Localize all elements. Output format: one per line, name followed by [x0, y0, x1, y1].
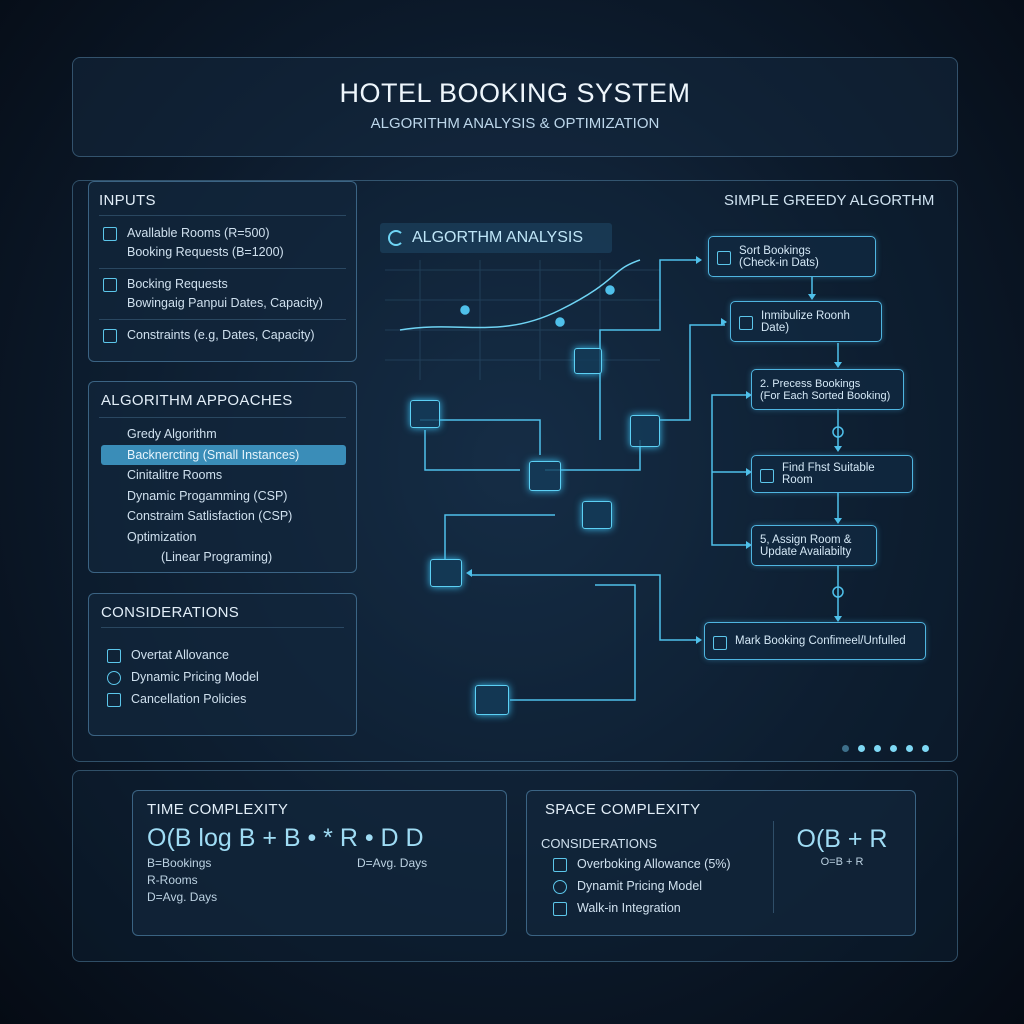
- approach-item-selected[interactable]: Backnercting (Small Instances): [101, 444, 346, 465]
- bed-node-icon[interactable]: [430, 559, 462, 587]
- consideration-label: Cancellation Policies: [131, 692, 247, 706]
- bed-node-icon[interactable]: [475, 685, 509, 715]
- time-complexity-panel: TIME COMPLEXITY O(B log B + B • * R • D …: [132, 790, 507, 936]
- inputs-panel: INPUTS Avallable Rooms (R=500) Booking Re…: [88, 181, 357, 362]
- step-find-room[interactable]: Find Fhst Suitable Room: [751, 455, 913, 493]
- space-item: Dynamit Pricing Model: [553, 877, 901, 896]
- thumb-icon: [553, 858, 567, 872]
- server-node-icon[interactable]: [630, 415, 660, 447]
- approach-item-note: (Linear Programing): [161, 550, 273, 564]
- input-item: Avallable Rooms (R=500) Booking Requests …: [99, 224, 346, 262]
- step-text: Inmibulize Roonh Date): [761, 309, 850, 334]
- page-title: HOTEL BOOKING SYSTEM: [339, 78, 691, 108]
- grid-icon: [553, 902, 567, 916]
- home-icon: [713, 635, 727, 650]
- room-icon: [103, 227, 117, 241]
- approach-item[interactable]: Dynamic Progamming (CSP): [127, 488, 288, 503]
- pager-dot[interactable]: [874, 745, 881, 752]
- approaches-panel: ALGORITHM APPOACHES Gredy Algorithm Back…: [88, 381, 357, 573]
- step-text: Sort Bookings: [739, 244, 811, 257]
- space-subtitle: CONSIDERATIONS: [541, 836, 658, 851]
- step-text: 5, Assign Room &: [760, 533, 852, 546]
- user-node-icon[interactable]: [410, 400, 440, 428]
- pager-dot[interactable]: [922, 745, 929, 752]
- browser-icon: [760, 468, 774, 483]
- list-icon: [107, 649, 121, 663]
- input-line: Avallable Rooms (R=500): [127, 226, 270, 240]
- time-formula: O(B log B + B • * R • D D: [147, 824, 424, 852]
- space-item: Overboking Allowance (5%): [553, 855, 901, 874]
- approach-item[interactable]: Optimization: [127, 529, 197, 544]
- consideration-item: Cancellation Policies: [101, 690, 344, 709]
- book-node-icon[interactable]: [529, 461, 561, 491]
- legend-text: D=Avg. Days: [147, 890, 218, 904]
- sort-icon: [717, 251, 731, 265]
- pager-dot[interactable]: [906, 745, 913, 752]
- greedy-title: SIMPLE GREEDY ALGORTHM: [724, 192, 935, 209]
- calendar-grid-icon: [103, 278, 117, 292]
- legend-text: D=Avg. Days: [357, 856, 428, 870]
- inputs-title: INPUTS: [99, 192, 156, 209]
- pager-dot[interactable]: [890, 745, 897, 752]
- step-text: Update Availabilty: [760, 545, 852, 558]
- calendar-icon: [103, 329, 117, 343]
- space-item-label: Overboking Allowance (5%): [577, 857, 731, 871]
- input-line: Bocking Requests: [127, 277, 228, 291]
- space-item-label: Walk-in Integration: [577, 901, 681, 915]
- approach-item[interactable]: Cinitalitre Rooms: [127, 468, 223, 482]
- space-formula-note: O=B + R: [820, 856, 864, 868]
- consideration-label: Dynamic Pricing Model: [131, 670, 259, 684]
- analysis-label-text: ALGORTHM ANALYSIS: [412, 229, 584, 246]
- pin-icon: [107, 671, 121, 685]
- space-item-label: Dynamit Pricing Model: [577, 879, 703, 893]
- pager-dot[interactable]: [842, 745, 849, 752]
- space-title: SPACE COMPLEXITY: [545, 801, 701, 818]
- step-text: 2. Precess Bookings: [760, 377, 861, 390]
- approach-item[interactable]: Constraim Satlisfaction (CSP): [127, 509, 293, 523]
- step-mark-booking[interactable]: Mark Booking Confimeel/Unfulled: [704, 622, 926, 660]
- space-complexity-panel: SPACE COMPLEXITY CONSIDERATIONS Overboki…: [526, 790, 916, 936]
- legend-text: B=Bookings: [147, 856, 212, 870]
- input-item: Constraints (e.g, Dates, Capacity): [99, 326, 346, 345]
- step-text: Find Fhst Suitable Room: [782, 462, 875, 486]
- step-process-bookings[interactable]: 2. Precess Bookings(For Each Sorted Book…: [751, 369, 904, 410]
- approach-item[interactable]: Gredy Algorithm: [127, 427, 217, 441]
- time-title: TIME COMPLEXITY: [147, 801, 289, 818]
- header-panel: HOTEL BOOKING SYSTEM ALGORITHM ANALYSIS …: [72, 57, 958, 157]
- input-line: Constraints (e.g, Dates, Capacity): [127, 328, 315, 342]
- step-text: (For Each Sorted Booking): [760, 389, 891, 402]
- card-node-icon[interactable]: [582, 501, 612, 529]
- consideration-label: Overtat Allovance: [131, 648, 229, 662]
- space-formula: O(B + R: [796, 825, 888, 853]
- step-initialize-rooms[interactable]: Inmibulize Roonh Date): [730, 301, 882, 342]
- space-item: Walk-in Integration: [553, 899, 901, 918]
- cart-icon: [739, 316, 753, 330]
- divider: [773, 821, 774, 913]
- page-subtitle: ALGORITHM ANALYSIS & OPTIMIZATION: [370, 115, 660, 132]
- considerations-title: CONSIDERATIONS: [101, 604, 240, 621]
- input-line: Bowingaig Panpui Dates, Capacity): [127, 296, 323, 310]
- step-text: (Check-in Dats): [739, 256, 819, 269]
- consideration-item: Overtat Allovance: [101, 646, 344, 665]
- considerations-panel: CONSIDERATIONS Overtat Allovance Dynamic…: [88, 593, 357, 736]
- input-line: Booking Requests (B=1200): [127, 245, 284, 259]
- step-text: Mark Booking Confimeel/Unfulled: [735, 635, 906, 647]
- pager-dots: [842, 745, 929, 752]
- step-sort-bookings[interactable]: Sort Bookings(Check-in Dats): [708, 236, 876, 277]
- bed-node-icon[interactable]: [574, 348, 602, 374]
- grid-icon: [107, 693, 121, 707]
- pager-dot[interactable]: [858, 745, 865, 752]
- step-assign-room[interactable]: 5, Assign Room &Update Availabilty: [751, 525, 877, 566]
- algorithm-analysis-label: ALGORTHM ANALYSIS: [380, 223, 612, 253]
- approaches-title: ALGORITHM APPOACHES: [101, 392, 293, 409]
- consideration-item: Dynamic Pricing Model: [101, 668, 344, 687]
- legend-text: R-Rooms: [147, 873, 198, 887]
- refresh-icon: [388, 230, 404, 246]
- pin-icon: [553, 880, 567, 894]
